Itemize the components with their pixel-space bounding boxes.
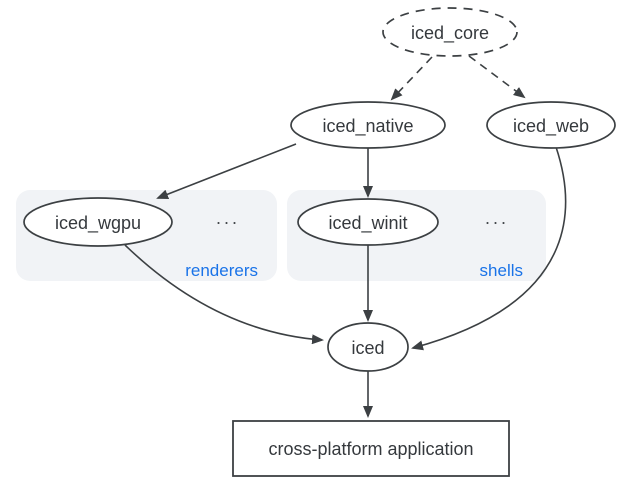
edge-core-to-native [390, 56, 433, 101]
edge-wgpu-to-iced [124, 244, 324, 345]
shells-group-label: shells [480, 261, 523, 280]
shells-ellipsis: ... [485, 208, 509, 228]
node-iced-winit-label: iced_winit [328, 213, 407, 234]
node-iced-wgpu [23, 197, 173, 247]
edge-web-to-iced [411, 146, 567, 351]
node-iced-wgpu-label: iced_wgpu [55, 213, 141, 234]
node-iced-native-label: iced_native [322, 116, 413, 137]
renderers-group-label: renderers [185, 261, 258, 280]
renderers-ellipsis: ... [216, 208, 240, 228]
node-iced-core [382, 7, 518, 57]
edge-native-to-wgpu [156, 143, 297, 200]
node-iced-web-label: iced_web [513, 116, 589, 137]
node-iced-label: iced [351, 338, 384, 358]
edge-core-to-web [468, 55, 526, 99]
node-application [232, 420, 510, 477]
node-iced-web [486, 101, 616, 149]
node-iced-native [290, 101, 446, 149]
node-iced-winit [297, 198, 439, 246]
node-iced-core-label: iced_core [411, 23, 489, 44]
node-iced [327, 322, 409, 372]
node-application-label: cross-platform application [268, 439, 473, 459]
